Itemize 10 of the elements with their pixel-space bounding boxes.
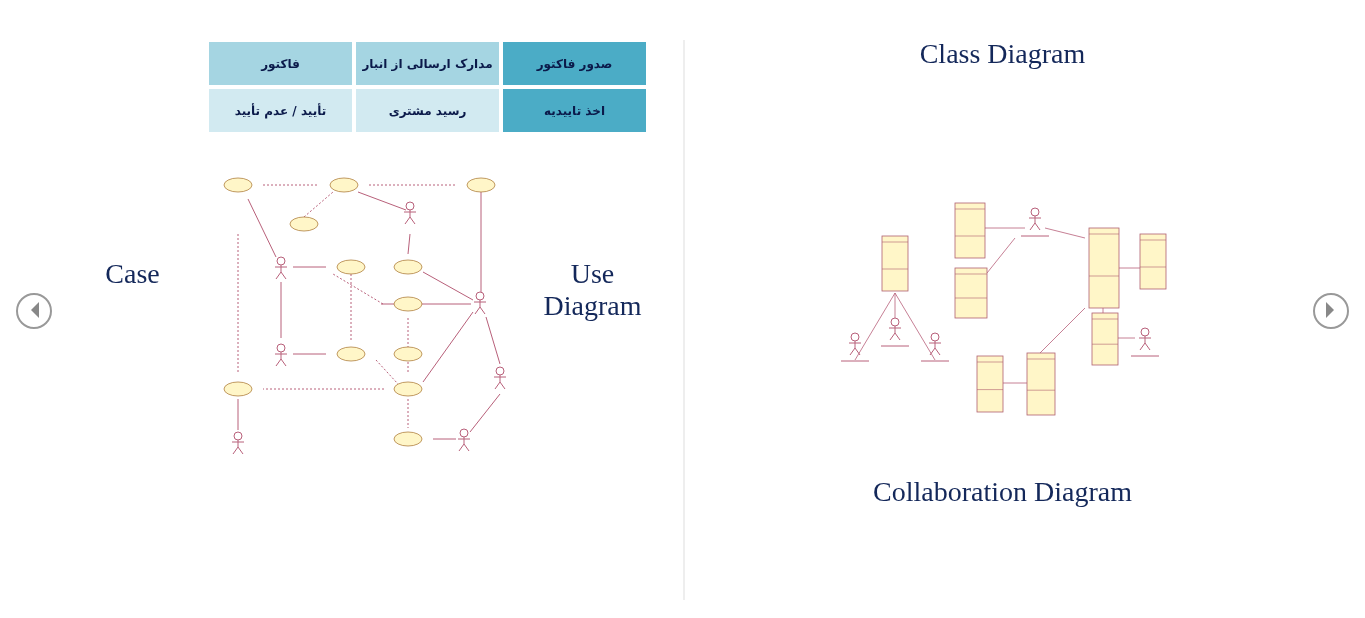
table-cell: اخذ تاییدیه [502,88,647,133]
table-cell: فاکتور [208,41,353,86]
table-cell: صدور فاکتور [502,41,647,86]
table-cell: رسید مشتری [355,88,500,133]
slide-heading: Case [104,258,161,290]
table-cell: تأیید / عدم تأیید [208,88,353,133]
slide-heading: Class Diagram [918,38,1087,70]
slide-heading: Use Diagram [542,258,643,322]
slide-heading: Collaboration Diagram [872,476,1133,508]
table-cell: مدارک ارسالی از انبار [355,41,500,86]
